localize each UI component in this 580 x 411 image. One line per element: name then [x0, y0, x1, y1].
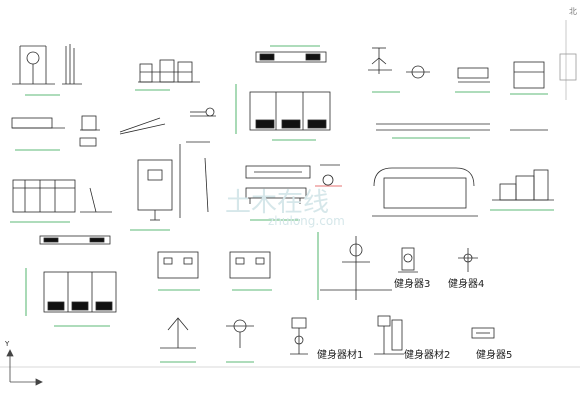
equipment-plan-3	[25, 235, 117, 327]
equipment-elevation-2	[135, 59, 216, 117]
label-fitness-equipment-5: 健身器5	[476, 350, 513, 361]
label-fitness-equipment-4: 健身器4	[448, 279, 485, 290]
equipment-elevation-8	[372, 167, 554, 217]
equipment-elevation-3	[11, 115, 166, 151]
fitness-equipment-2-figure	[374, 315, 404, 355]
equipment-elevation-6	[368, 47, 548, 95]
equipment-elevation-10	[317, 232, 392, 300]
equipment-elevation-7	[376, 123, 548, 139]
label-fitness-equipment-1: 健身器材1	[317, 350, 364, 361]
watermark: zhulong.com	[268, 214, 345, 228]
equipment-elevation-4	[10, 179, 112, 223]
label-fitness-equipment-2: 健身器材2	[404, 350, 451, 361]
ucs-icon	[6, 349, 43, 386]
north-mark: 北	[569, 7, 577, 16]
equipment-plan-1	[235, 45, 331, 141]
fitness-equipment-3-figure	[398, 247, 418, 273]
fitness-equipment-4-figure	[458, 248, 478, 272]
equipment-elevation-1	[12, 44, 82, 96]
fitness-equipment-5-figure	[471, 327, 495, 339]
equipment-plan-4	[157, 251, 272, 291]
fitness-equipment-1-figure	[290, 317, 308, 355]
equipment-plan-2	[245, 164, 342, 221]
equipment-elevation-5	[130, 141, 210, 231]
equipment-elevation-9	[160, 317, 254, 363]
label-fitness-equipment-3: 健身器3	[394, 279, 431, 290]
ucs-y-label: Y	[5, 340, 10, 348]
watermark-prefix: 土木在线	[225, 188, 330, 218]
